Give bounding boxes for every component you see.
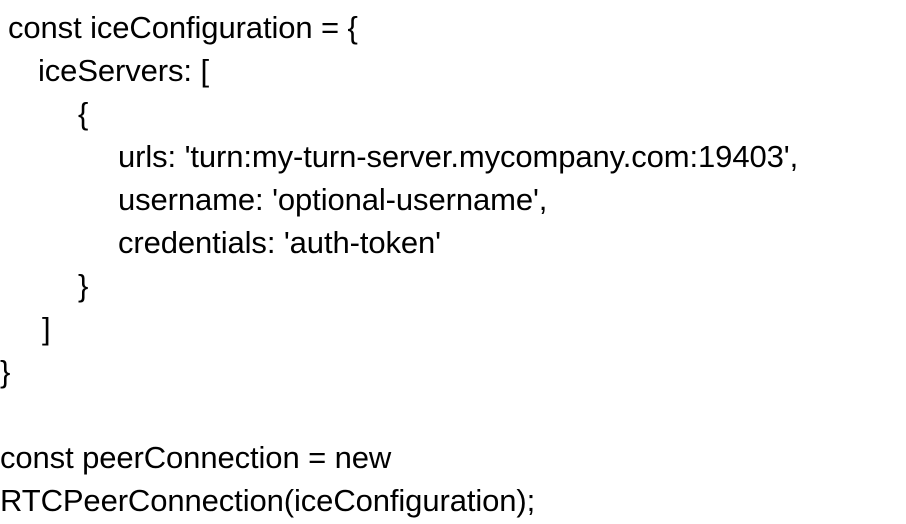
code-line-username: username: 'optional-username', [118,182,548,217]
code-line-close-object: } [0,354,11,389]
code-line-credentials: credentials: 'auth-token' [118,225,441,260]
code-line-close-bracket: ] [42,311,51,346]
code-line-const-iceconfiguration: const iceConfiguration = { [8,10,358,45]
code-line-open-brace: { [78,96,89,131]
code-line-close-brace: } [78,268,89,303]
code-line-urls: urls: 'turn:my-turn-server.mycompany.com… [118,139,799,174]
code-line-const-peerconnection: const peerConnection = new [0,440,392,475]
code-line-rtcpeerconnection: RTCPeerConnection(iceConfiguration); [0,483,536,518]
code-line-iceservers: iceServers: [ [38,53,209,88]
code-line-blank [0,393,906,436]
code-lines-container: const iceConfiguration = { iceServers: [ {… [0,6,906,522]
